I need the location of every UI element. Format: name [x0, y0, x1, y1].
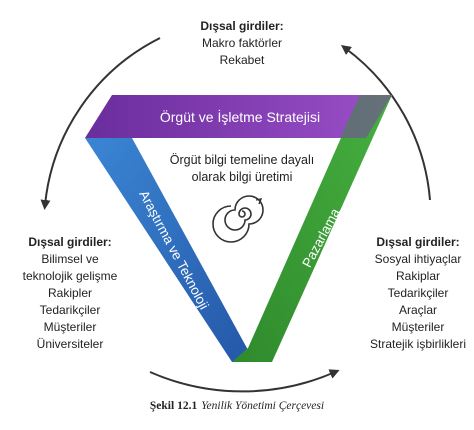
- cycle-arrow-top-left: [40, 37, 161, 210]
- spiral-icon: [212, 195, 264, 243]
- right-block-line-5: Müşteriler: [392, 320, 445, 334]
- band-right: [232, 95, 392, 362]
- right-block-line-2: Rakiplar: [396, 269, 440, 283]
- band-left-label: Araştırma ve Teknoloji: [136, 188, 211, 312]
- left-block-line-3: Rakipler: [48, 286, 92, 300]
- right-block: Dışsal girdiler: Sosyal ihtiyaçlar Rakip…: [370, 235, 466, 351]
- right-block-line-3: Tedarikçiler: [388, 286, 449, 300]
- right-block-line-6: Stratejik işbirlikleri: [370, 337, 466, 351]
- caption-text: Yenilik Yönetimi Çerçevesi: [201, 400, 325, 412]
- top-block-line-1: Makro faktörler: [202, 36, 282, 50]
- cycle-arrow-top-right: [340, 45, 431, 201]
- cycle-arrow-bottom: [149, 369, 340, 393]
- top-block-title: Dışsal girdiler:: [200, 19, 283, 33]
- band-top: [85, 95, 392, 138]
- band-fold-shadow: [340, 95, 392, 138]
- band-top-label: Örgüt ve İşletme Stratejisi: [160, 108, 320, 125]
- top-block-line-2: Rekabet: [220, 53, 265, 67]
- right-block-title: Dışsal girdiler:: [376, 235, 459, 249]
- left-block-line-4: Tedarikçiler: [40, 303, 101, 317]
- center-line-2: olarak bilgi üretimi: [192, 170, 293, 184]
- band-left: [85, 138, 248, 362]
- center-line-1: Örgüt bilgi temeline dayalı: [170, 153, 315, 167]
- caption-label: Şekil 12.1: [149, 400, 198, 412]
- right-block-line-1: Sosyal ihtiyaçlar: [375, 252, 462, 266]
- left-block: Dışsal girdiler: Bilimsel ve teknolojik …: [23, 235, 118, 351]
- left-block-line-5: Müşteriler: [44, 320, 97, 334]
- triangle: [85, 95, 392, 362]
- left-block-title: Dışsal girdiler:: [28, 235, 111, 249]
- left-block-line-1: Bilimsel ve: [41, 252, 99, 266]
- left-block-line-6: Üniversiteler: [37, 337, 104, 351]
- right-block-line-4: Araçlar: [399, 303, 437, 317]
- left-block-line-2: teknolojik gelişme: [23, 269, 118, 283]
